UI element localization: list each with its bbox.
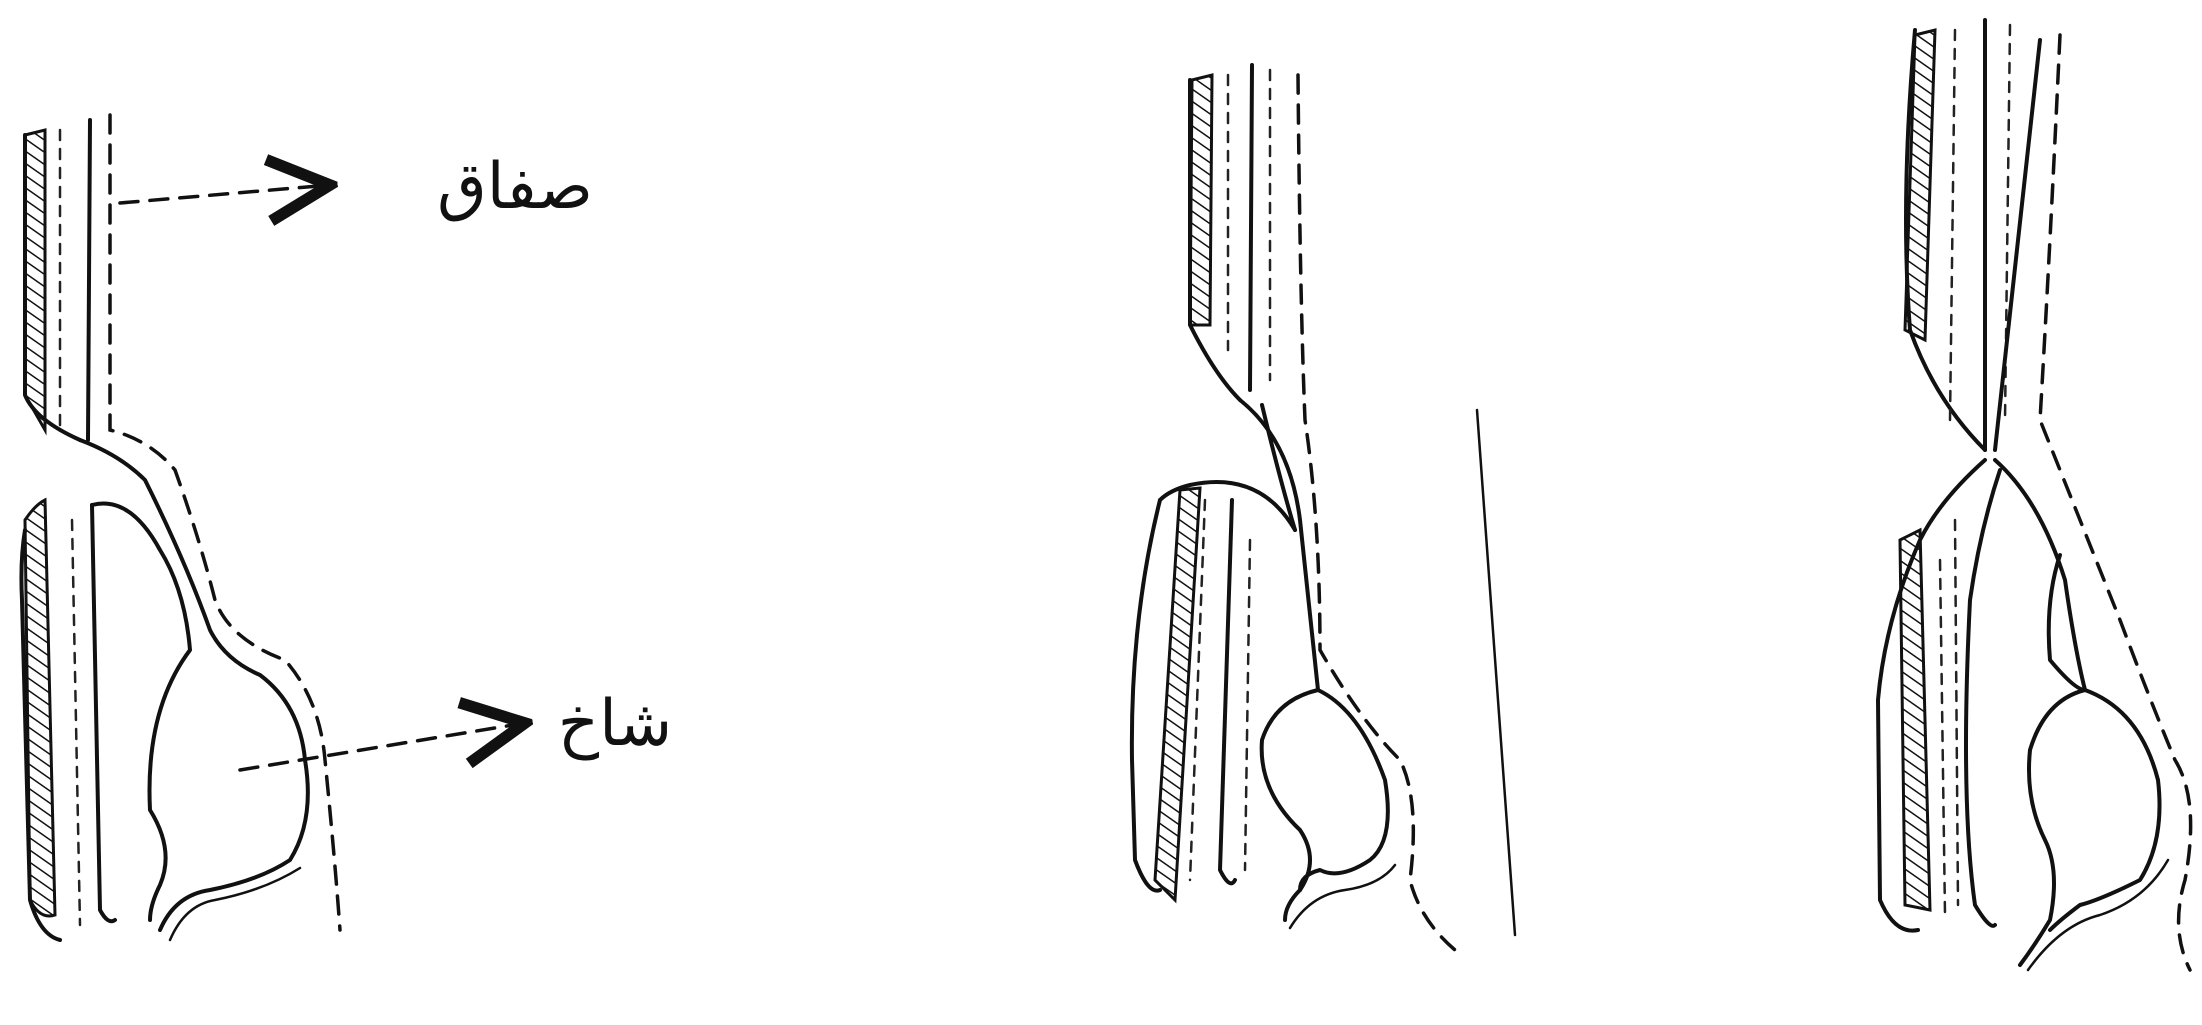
fig3-lower-hatch [1900, 530, 1930, 910]
fig2-upper-hatch [1190, 75, 1212, 325]
top-label-arrow [120, 185, 330, 203]
fig2-lower-hatch [1155, 488, 1200, 900]
fig1-upper-hatch [25, 130, 45, 430]
bottom-label-arrow [240, 723, 525, 770]
figure-3 [1878, 20, 2191, 970]
figure-2 [1132, 65, 1515, 950]
figure-1: صفاق شاخ [21, 115, 672, 940]
label-bottom: شاخ [558, 687, 672, 761]
vertical-guide-line [1477, 410, 1515, 935]
label-top: صفاق [437, 150, 593, 224]
